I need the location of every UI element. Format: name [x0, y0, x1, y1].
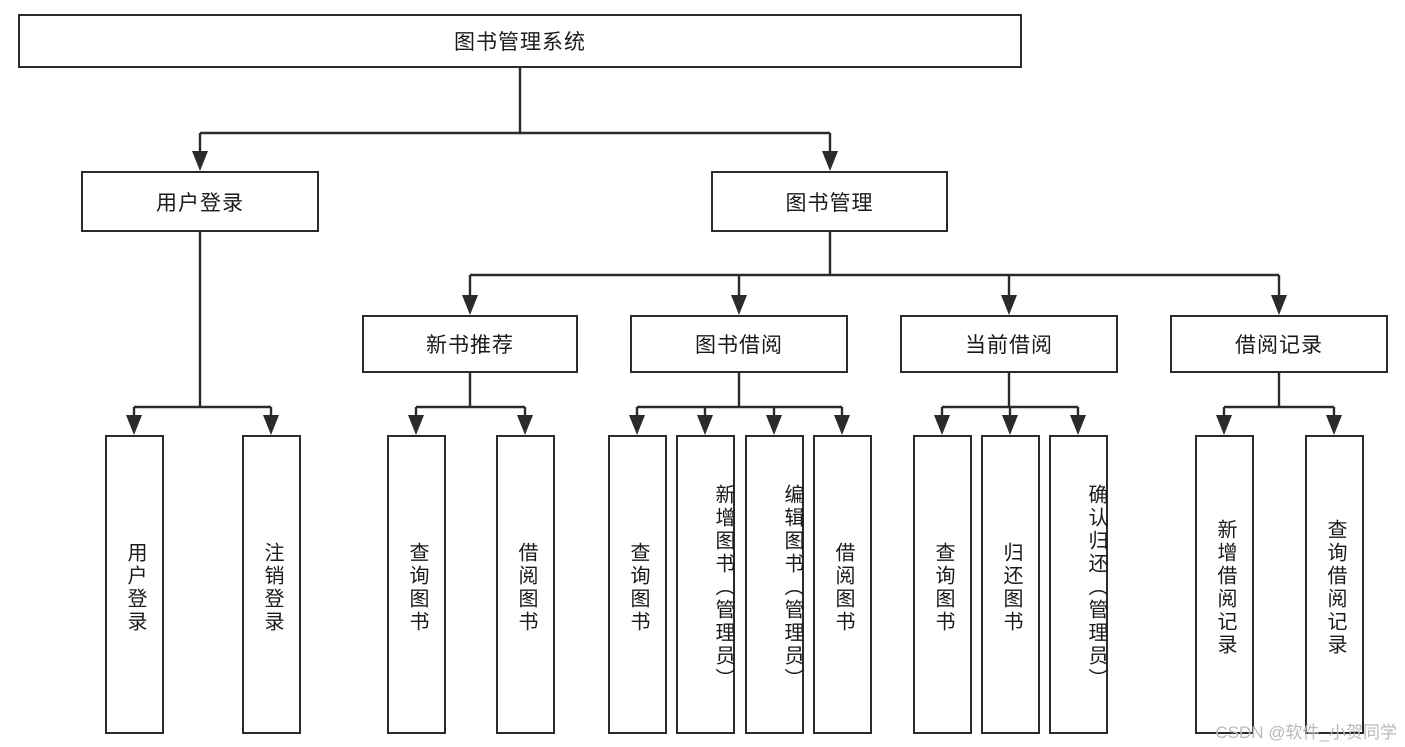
node-user-login-label: 用户登录 [156, 191, 244, 215]
node-leaf-borrow-book[interactable]: 借阅图书 [813, 435, 872, 734]
node-leaf-logout[interactable]: 注销登录 [242, 435, 301, 734]
node-leaf-query-book-current-label: 查询图书 [932, 541, 954, 634]
node-leaf-add-book-label: 新增图书（管理员） [712, 484, 734, 691]
node-leaf-confirm-return-label: 确认归还（管理员） [1085, 484, 1107, 691]
node-leaf-user-login[interactable]: 用户登录 [105, 435, 164, 734]
node-new-book-recommend[interactable]: 新书推荐 [362, 315, 578, 373]
node-current-borrow[interactable]: 当前借阅 [900, 315, 1118, 373]
node-leaf-borrow-book-new[interactable]: 借阅图书 [496, 435, 555, 734]
node-root-label: 图书管理系统 [454, 31, 586, 54]
node-leaf-user-login-label: 用户登录 [124, 541, 146, 634]
node-leaf-add-borrow-record-label: 新增借阅记录 [1214, 518, 1236, 657]
node-new-book-recommend-label: 新书推荐 [426, 334, 514, 357]
node-book-borrow-label: 图书借阅 [695, 334, 783, 357]
node-leaf-return-book-label: 归还图书 [1000, 541, 1022, 634]
node-leaf-query-book-current[interactable]: 查询图书 [913, 435, 972, 734]
node-leaf-add-borrow-record[interactable]: 新增借阅记录 [1195, 435, 1254, 734]
node-leaf-return-book[interactable]: 归还图书 [981, 435, 1040, 734]
node-leaf-query-book-new[interactable]: 查询图书 [387, 435, 446, 734]
node-leaf-add-book[interactable]: 新增图书（管理员） [676, 435, 735, 734]
node-root[interactable]: 图书管理系统 [18, 14, 1022, 68]
node-book-management[interactable]: 图书管理 [711, 171, 948, 232]
node-current-borrow-label: 当前借阅 [965, 334, 1053, 357]
node-leaf-query-book-new-label: 查询图书 [406, 541, 428, 634]
node-leaf-query-book-borrow-label: 查询图书 [627, 541, 649, 634]
node-book-management-label: 图书管理 [785, 191, 874, 215]
node-leaf-edit-book[interactable]: 编辑图书（管理员） [745, 435, 804, 734]
node-leaf-borrow-book-new-label: 借阅图书 [515, 541, 537, 634]
node-leaf-query-borrow-record[interactable]: 查询借阅记录 [1305, 435, 1364, 734]
node-leaf-confirm-return[interactable]: 确认归还（管理员） [1049, 435, 1108, 734]
node-leaf-edit-book-label: 编辑图书（管理员） [781, 484, 803, 691]
csdn-watermark: CSDN @软件_小贺同学 [1215, 723, 1397, 742]
node-borrow-record-label: 借阅记录 [1235, 334, 1323, 357]
node-leaf-logout-label: 注销登录 [261, 541, 283, 634]
node-leaf-query-book-borrow[interactable]: 查询图书 [608, 435, 667, 734]
node-borrow-record[interactable]: 借阅记录 [1170, 315, 1388, 373]
node-leaf-query-borrow-record-label: 查询借阅记录 [1324, 518, 1346, 657]
node-book-borrow[interactable]: 图书借阅 [630, 315, 848, 373]
node-user-login[interactable]: 用户登录 [81, 171, 319, 232]
node-leaf-borrow-book-label: 借阅图书 [832, 541, 854, 634]
